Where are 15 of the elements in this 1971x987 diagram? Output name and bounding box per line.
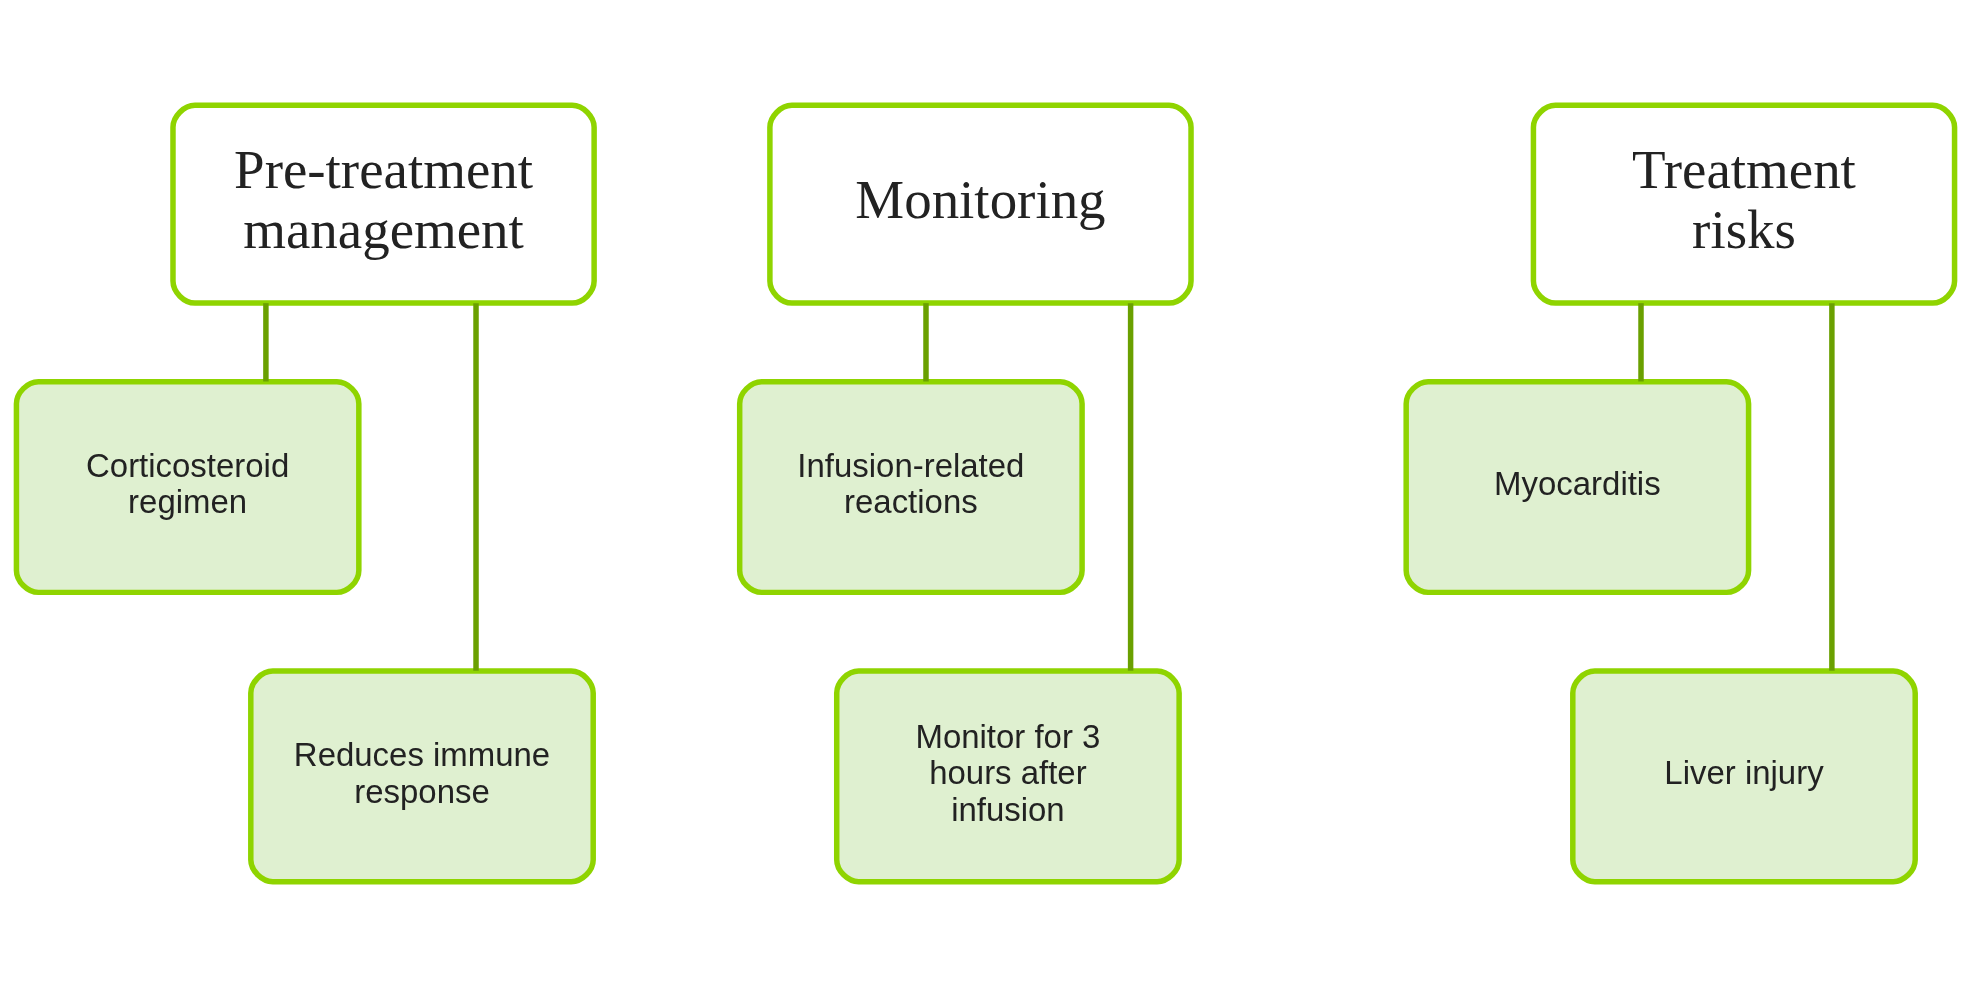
node-box: Corticosteroid regimen <box>13 379 362 596</box>
connector <box>1638 303 1644 382</box>
connector <box>1829 303 1835 671</box>
connector <box>263 303 269 382</box>
node-box: Pre-treatment management <box>170 102 597 306</box>
node-box: Liver injury <box>1570 668 1918 885</box>
connector <box>1127 303 1134 671</box>
node-box: Reduces immune response <box>248 668 596 885</box>
node-box: Treatment risks <box>1530 102 1958 306</box>
node-box: Infusion-related reactions <box>736 379 1085 596</box>
connector <box>923 303 929 382</box>
node-box: Monitoring <box>767 102 1194 306</box>
connector <box>473 303 479 671</box>
node-box: Myocarditis <box>1403 379 1752 596</box>
node-box: Monitor for 3 hours after infusion <box>834 668 1182 885</box>
